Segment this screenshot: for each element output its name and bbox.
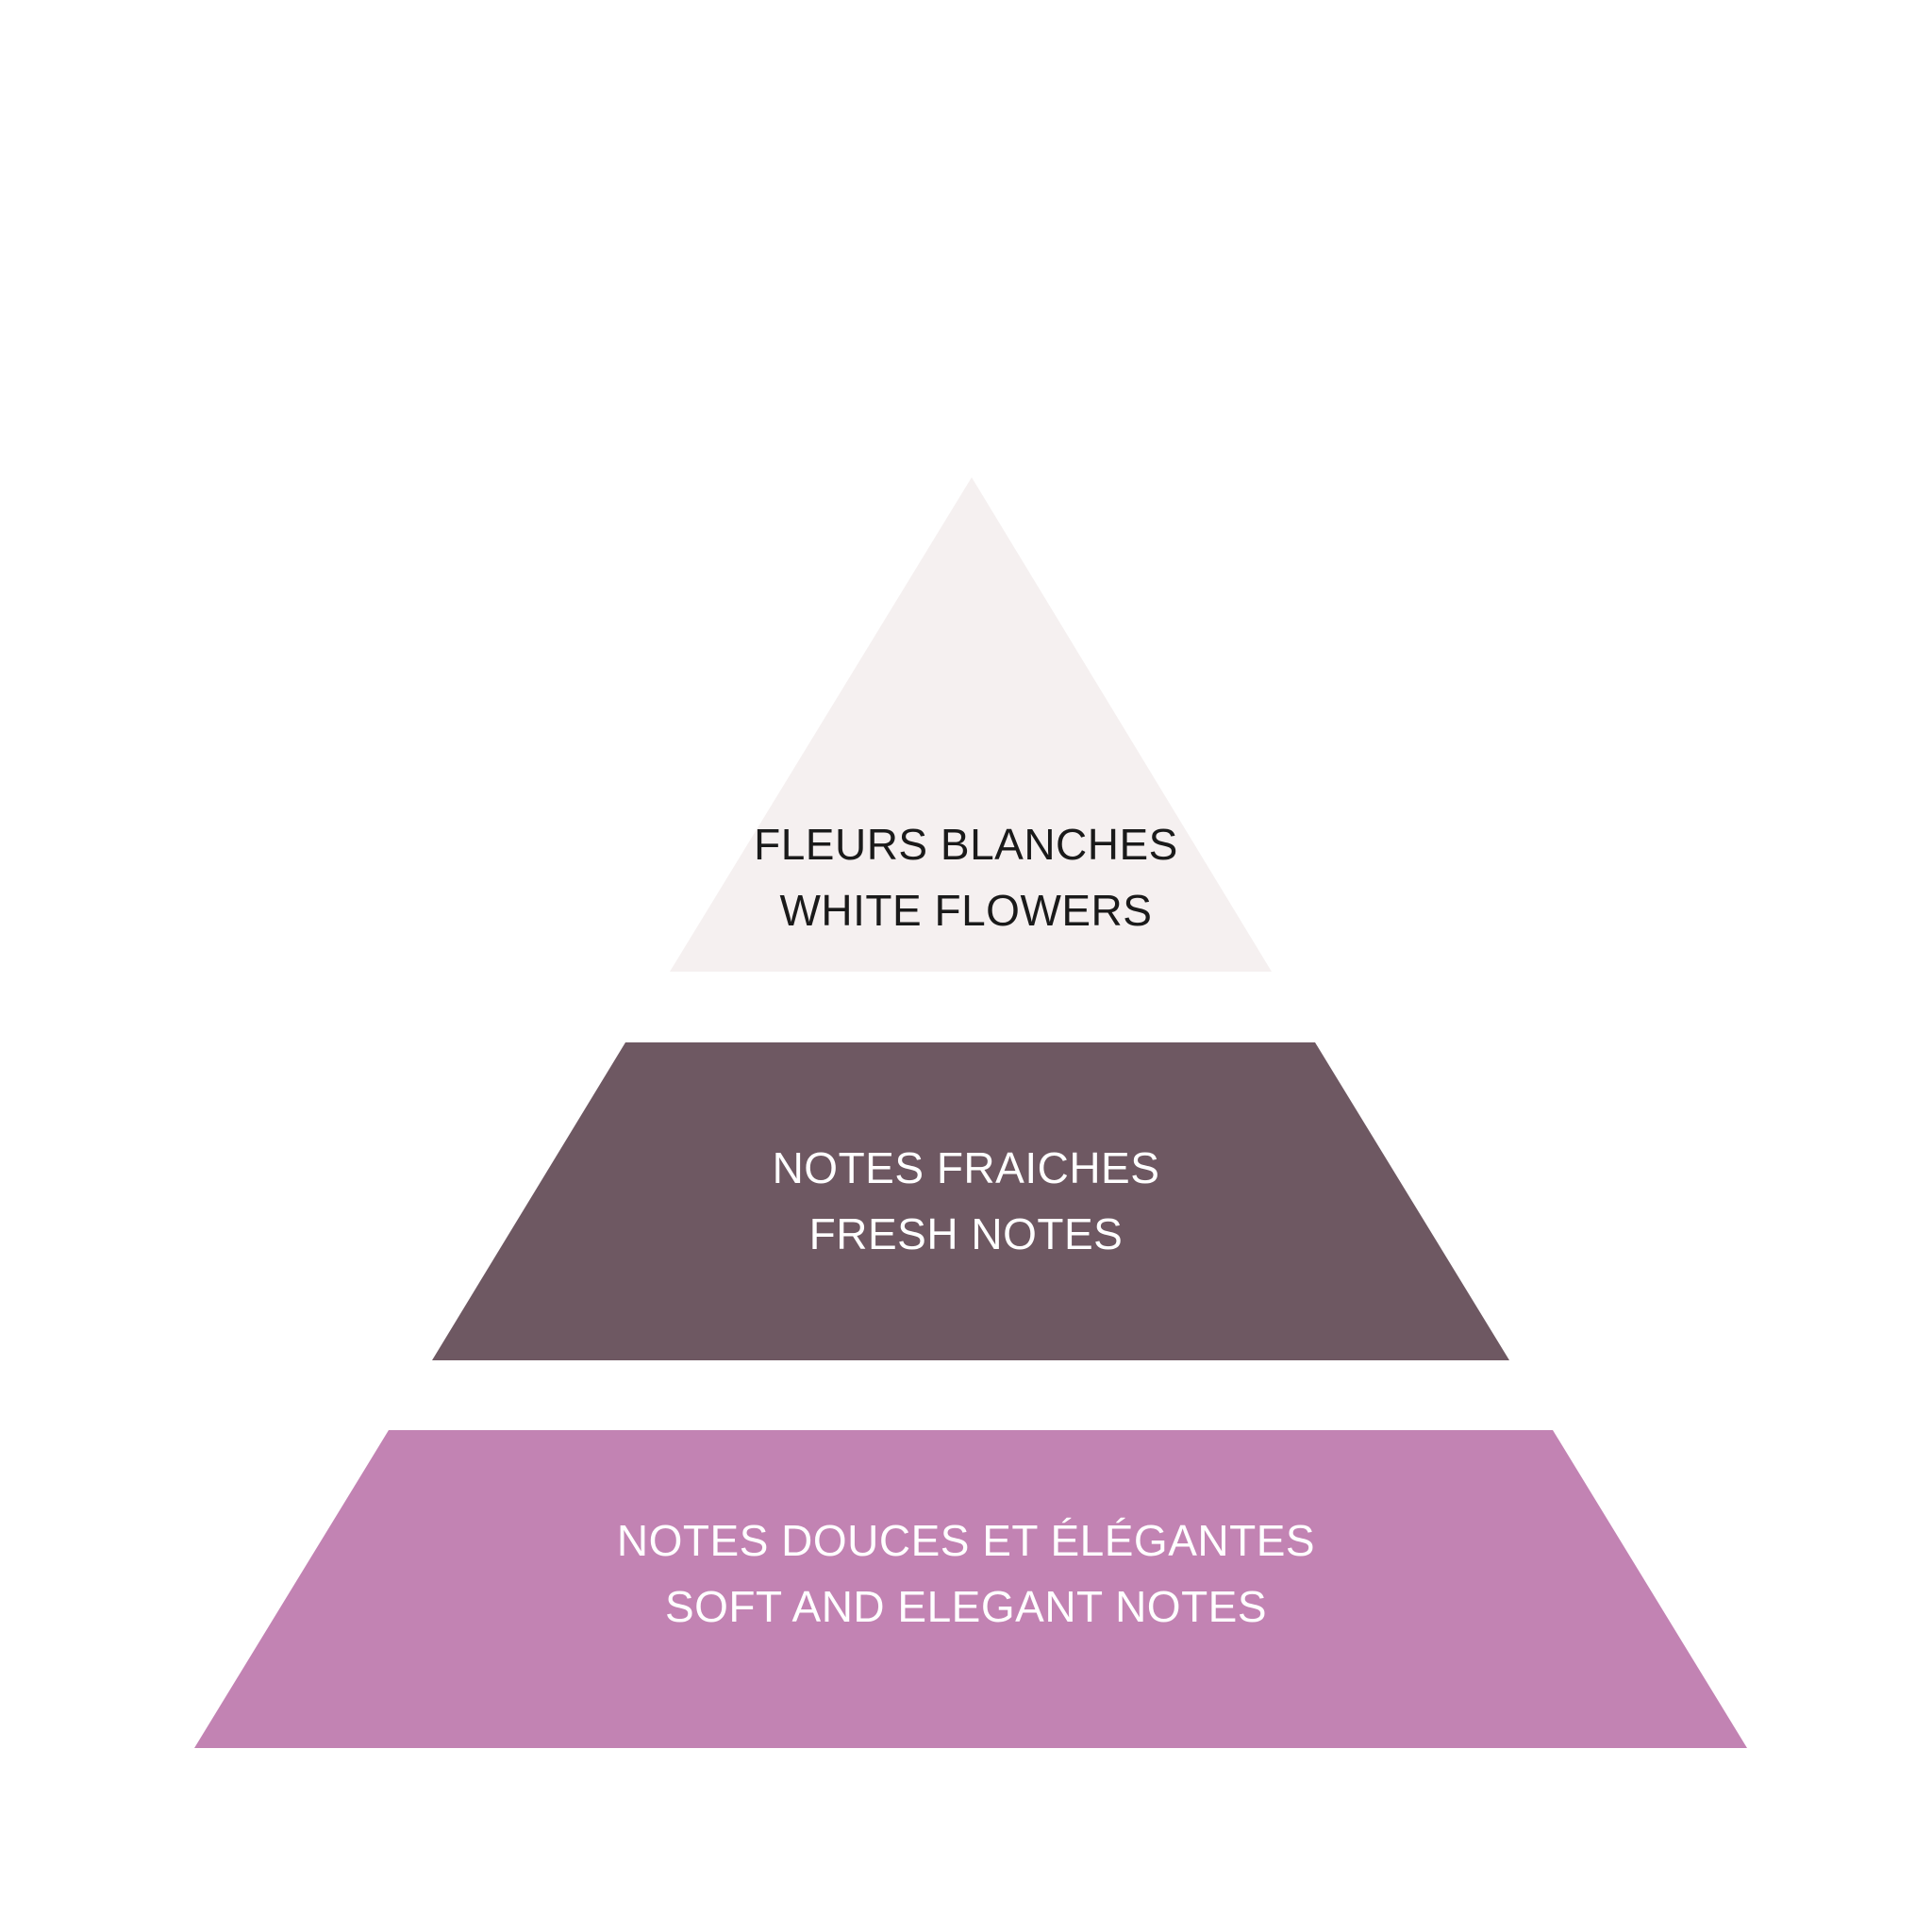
- tier-top-label: FLEURS BLANCHES WHITE FLOWERS: [0, 811, 1932, 943]
- tier-middle-shape: [432, 1042, 1509, 1360]
- tier-top-shape: [670, 477, 1272, 972]
- tier-top-label-fr: FLEURS BLANCHES: [754, 820, 1178, 869]
- tier-top-label-en: WHITE FLOWERS: [779, 886, 1153, 935]
- tier-middle-label-en: FRESH NOTES: [808, 1209, 1124, 1258]
- tier-bottom-shape: [194, 1430, 1747, 1748]
- tier-middle-label: NOTES FRAICHES FRESH NOTES: [0, 1135, 1932, 1267]
- tier-bottom-label-fr: NOTES DOUCES ET ÉLÉGANTES: [616, 1516, 1316, 1565]
- tier-middle-label-fr: NOTES FRAICHES: [772, 1143, 1160, 1192]
- tier-bottom-label-en: SOFT AND ELEGANT NOTES: [664, 1582, 1268, 1631]
- tier-bottom-label: NOTES DOUCES ET ÉLÉGANTES SOFT AND ELEGA…: [0, 1507, 1932, 1640]
